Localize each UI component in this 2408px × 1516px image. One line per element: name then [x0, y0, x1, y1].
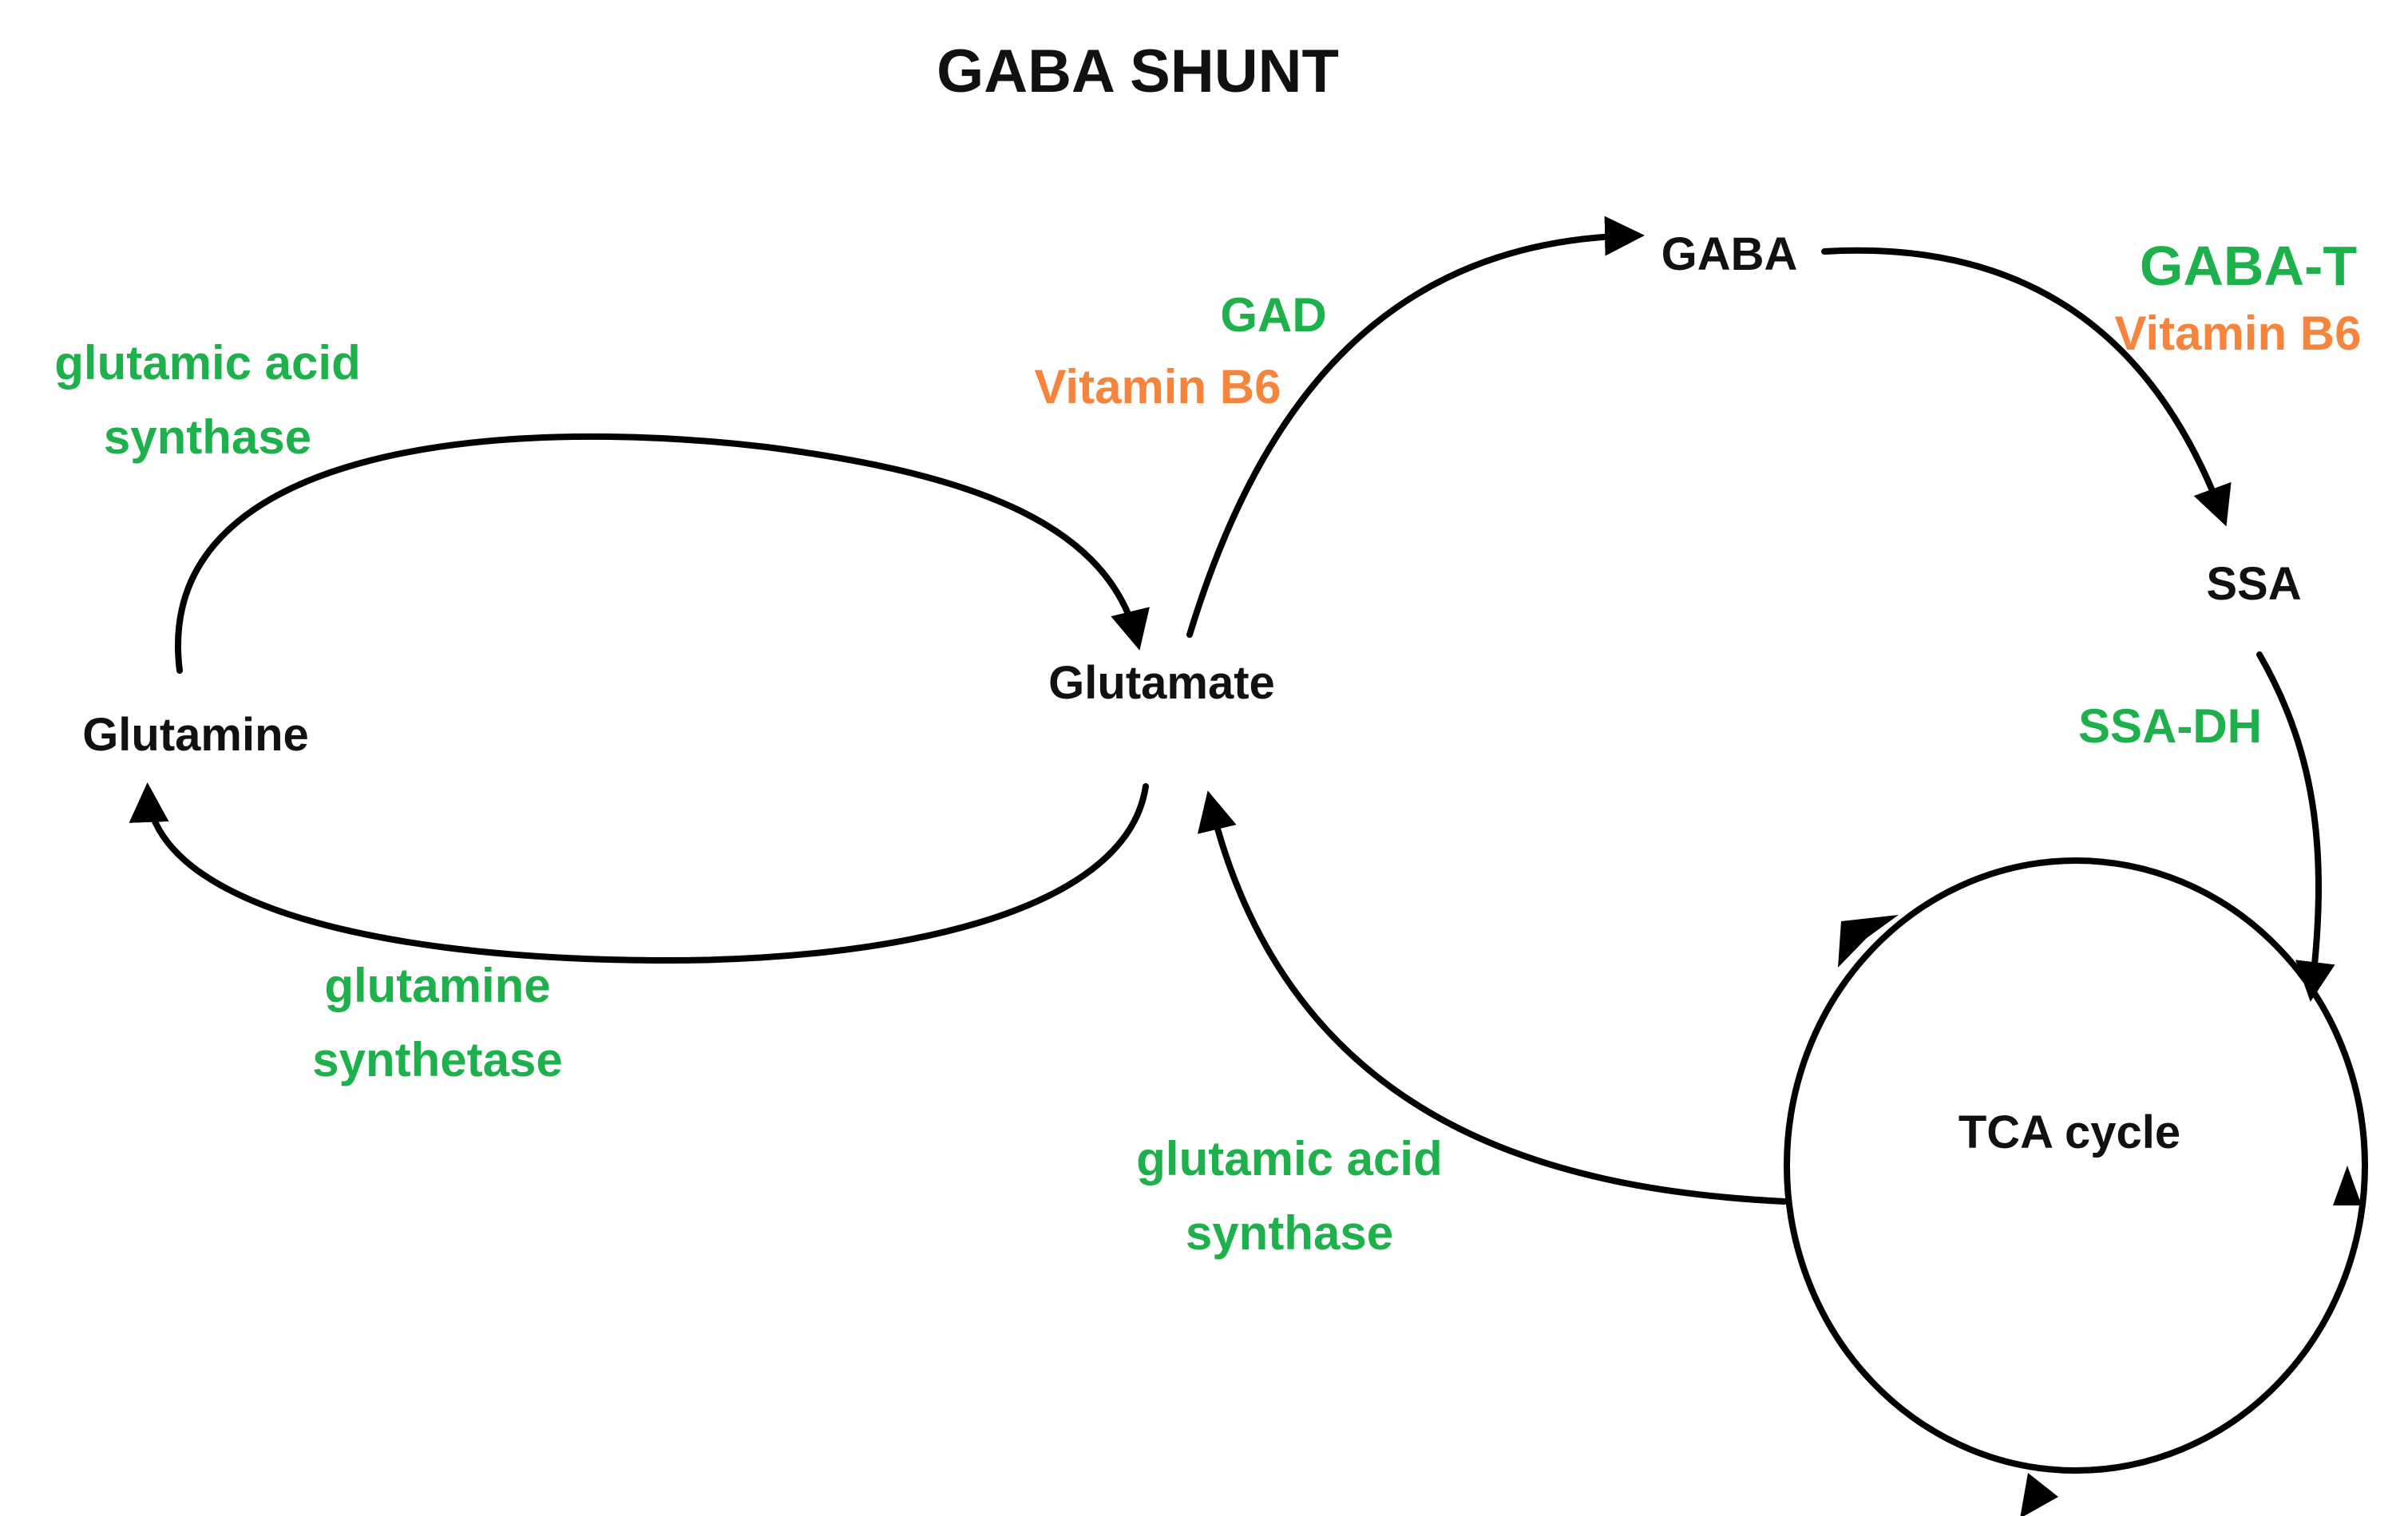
enzyme-glutamic-acid-synthase-bottom-line1: glutamic acid	[1136, 1132, 1443, 1185]
node-gaba: GABA	[1661, 228, 1798, 280]
tca-arrowhead-left	[1838, 915, 1899, 968]
node-ssa: SSA	[2206, 558, 2302, 610]
enzyme-gad: GAD	[1220, 288, 1327, 342]
node-glutamine: Glutamine	[82, 709, 309, 761]
page-title: GABA SHUNT	[937, 38, 1339, 105]
arrow-ssa-to-tca	[2256, 651, 2335, 1002]
cofactor-gad-vitamin-b6: Vitamin B6	[1034, 360, 1281, 414]
arrow-gaba-to-ssa	[1821, 247, 2232, 527]
arrow-tca-to-glutamate	[1197, 790, 1788, 1205]
enzyme-glutamine-synthetase-line2: synthetase	[312, 1033, 563, 1087]
node-glutamate: Glutamate	[1048, 657, 1275, 709]
enzyme-gaba-t: GABA-T	[2139, 235, 2358, 297]
node-tca-cycle: TCA cycle	[1958, 1106, 2181, 1158]
cofactor-gaba-t-vitamin-b6: Vitamin B6	[2114, 307, 2362, 360]
enzyme-glutamic-acid-synthase-top-line1: glutamic acid	[54, 336, 361, 390]
enzyme-ssa-dh: SSA-DH	[2077, 699, 2263, 753]
arrow-glutamate-to-glutamine	[129, 782, 1149, 964]
enzyme-glutamine-synthetase-line1: glutamine	[324, 959, 551, 1012]
tca-cycle-circle	[1784, 857, 2368, 1474]
tca-arrowhead-bottom	[2020, 1473, 2058, 1516]
enzyme-glutamic-acid-synthase-bottom-line2: synthase	[1185, 1206, 1394, 1260]
arrow-glutamine-to-glutamate	[175, 433, 1150, 674]
enzyme-glutamic-acid-synthase-top-line2: synthase	[103, 410, 312, 464]
tca-arrowhead-right	[2333, 1166, 2362, 1205]
arrow-glutamate-to-gaba	[1186, 216, 1645, 638]
